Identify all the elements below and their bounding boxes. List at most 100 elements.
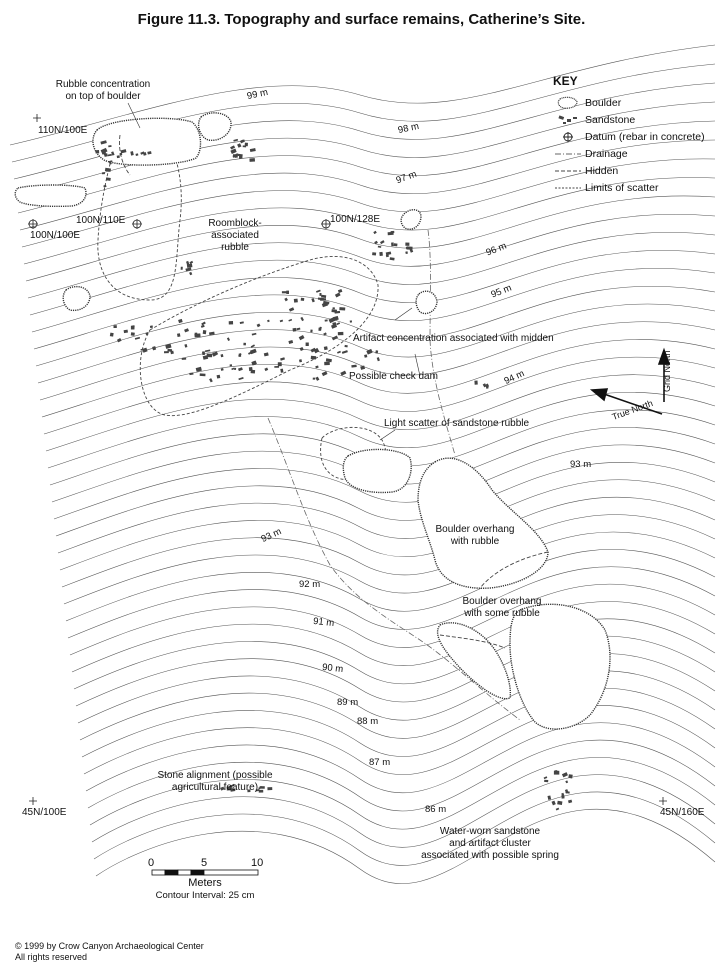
key-label-boulder: Boulder xyxy=(585,97,622,109)
sandstone-block xyxy=(299,346,304,352)
key-item-drainage: Drainage xyxy=(555,147,720,163)
contour-line xyxy=(31,250,716,333)
sandstone-block xyxy=(561,772,568,778)
sandstone-block xyxy=(366,348,373,355)
sandstone-block xyxy=(334,292,341,298)
sandstone-block xyxy=(482,383,487,388)
sandstone-block xyxy=(288,340,294,344)
sandstone-block xyxy=(405,242,410,246)
sandstone-block xyxy=(393,243,398,247)
sandstone-block xyxy=(186,260,190,266)
sandstone-block xyxy=(102,152,106,155)
sandstone-block xyxy=(286,290,289,294)
key-item-scatter-limits: Limits of scatter xyxy=(555,181,720,197)
sandstone-block xyxy=(199,373,206,377)
scale-bar xyxy=(151,869,259,876)
sandstone-block xyxy=(147,151,152,155)
sandstone-block xyxy=(120,149,127,154)
sandstone-block xyxy=(109,332,114,337)
sandstone-block xyxy=(351,364,357,368)
sandstone-block xyxy=(132,325,135,329)
sandstone-block xyxy=(251,332,257,336)
sandstone-block xyxy=(288,307,295,312)
sandstone-block xyxy=(280,368,284,373)
sandstone-block xyxy=(242,145,247,148)
sandstone-block xyxy=(181,357,187,360)
key-item-sandstone: Sandstone xyxy=(555,113,720,129)
sandstone-block xyxy=(258,789,264,793)
sandstone-block xyxy=(234,155,238,159)
sandstone-block xyxy=(206,353,213,358)
sandstone-block xyxy=(103,184,107,188)
sandstone-block xyxy=(113,325,117,328)
contour-line xyxy=(9,44,716,146)
contour-line xyxy=(65,549,716,622)
sandstone-block xyxy=(145,332,149,336)
sandstone-block xyxy=(184,344,188,348)
sandstone-block xyxy=(111,151,115,156)
sandstone-block xyxy=(331,335,338,341)
sandstone-icon xyxy=(558,115,577,124)
sandstone-block xyxy=(557,800,563,806)
sandstone-block xyxy=(101,172,105,175)
sandstone-block xyxy=(249,158,256,162)
sandstone-block xyxy=(239,154,243,159)
sandstone-block xyxy=(263,352,269,357)
sandstone-block xyxy=(364,354,368,358)
key-item-hidden: Hidden xyxy=(555,164,720,180)
sandstone-block xyxy=(189,260,194,265)
grid-north-label: Grid North xyxy=(662,350,672,392)
contour-line xyxy=(55,462,716,537)
contour-line xyxy=(59,496,716,571)
sandstone-block xyxy=(547,795,552,800)
sandstone-block xyxy=(220,354,224,358)
datum-label-100n-128e: 100N/128E xyxy=(330,214,381,225)
sandstone-block xyxy=(376,357,380,362)
sandstone-block xyxy=(561,792,565,796)
sandstone-block xyxy=(119,152,123,156)
contour-line xyxy=(85,722,716,793)
sandstone-block xyxy=(312,377,316,380)
contour-label-89: 89 m xyxy=(337,697,359,708)
contour-line xyxy=(91,774,716,848)
sandstone-block xyxy=(349,320,353,323)
sandstone-block xyxy=(220,368,224,371)
scale-tick-0: 0 xyxy=(148,857,155,869)
sandstone-block xyxy=(310,347,317,353)
sandstone-block xyxy=(107,169,111,172)
contour-line xyxy=(21,158,716,248)
sandstone-block xyxy=(237,143,242,148)
sandstone-block xyxy=(216,374,221,379)
sandstone-block xyxy=(555,807,560,811)
sandstone-block xyxy=(167,348,173,352)
contour-label-88: 88 m xyxy=(357,716,379,727)
sandstone-block xyxy=(551,800,556,806)
sandstone-block xyxy=(220,786,225,791)
sandstone-block xyxy=(100,140,107,145)
sandstone-block xyxy=(299,359,303,363)
hidden-line-icon xyxy=(555,170,581,172)
sandstone-block xyxy=(554,770,558,774)
sandstone-block xyxy=(300,297,305,301)
sandstone-block xyxy=(239,321,244,324)
contour-line xyxy=(25,195,716,282)
sandstone-block xyxy=(277,362,282,367)
sandstone-block xyxy=(123,329,128,334)
sandstone-block xyxy=(248,350,254,355)
sandstone-block xyxy=(321,294,327,299)
key-item-datum: Datum (rebar in concrete) xyxy=(555,130,720,146)
sandstone-block xyxy=(116,155,120,159)
boulder-icon xyxy=(557,96,578,109)
sandstone-block xyxy=(405,251,408,255)
sandstone-block xyxy=(280,357,285,361)
scatter-limits xyxy=(97,129,387,481)
label-overhang-some-rubble: Boulder overhang with some rubble xyxy=(462,596,542,619)
scale-tick-10: 10 xyxy=(251,857,264,869)
sandstone-block xyxy=(337,289,343,294)
label-overhang-rubble: Boulder overhang with rubble xyxy=(435,524,515,547)
leader-lines xyxy=(127,102,421,441)
sandstone-block xyxy=(135,153,139,156)
sandstone-block xyxy=(324,319,328,322)
drainage-icon xyxy=(555,153,581,155)
sandstone-block xyxy=(374,240,378,245)
